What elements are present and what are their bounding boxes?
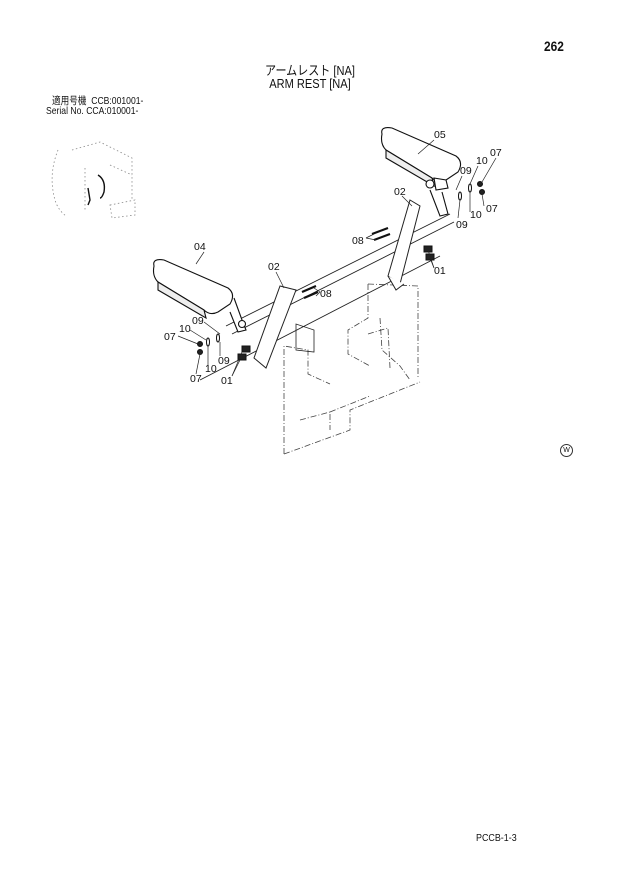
- page-title: ARM REST [NA]: [269, 76, 351, 91]
- seat-frame: [283, 283, 421, 455]
- callout-09: 09: [456, 219, 468, 231]
- callout-09: 09: [218, 355, 230, 367]
- bracket-02-left: [253, 285, 297, 369]
- callout-08: 08: [352, 235, 364, 247]
- serial-label: Serial No.: [46, 105, 84, 117]
- serial-row-serial-no: Serial No. CCA:010001-: [46, 105, 139, 117]
- callout-07: 07: [164, 331, 176, 343]
- callout-01: 01: [221, 375, 233, 387]
- serial-value: CCA:010001-: [86, 105, 139, 117]
- callout-01: 01: [434, 265, 446, 277]
- armrest-05-right: [380, 127, 462, 217]
- serial-value: CCB:001001-: [91, 95, 144, 107]
- w-marker-icon: W: [560, 444, 573, 457]
- callout-09: 09: [460, 165, 472, 177]
- callout-02-left: 02: [268, 261, 280, 273]
- callout-07: 07: [190, 373, 202, 385]
- bracket-02-right: [387, 199, 421, 291]
- armrest-04-left: [152, 259, 247, 333]
- callout-07: 07: [490, 147, 502, 159]
- seat-side-panel: [295, 323, 315, 353]
- callout-10: 10: [476, 155, 488, 167]
- leader-lines: [177, 139, 497, 377]
- callout-08: 08: [320, 288, 332, 300]
- callout-09: 09: [192, 315, 204, 327]
- callout-02-right: 02: [394, 186, 406, 198]
- location-thumbnail: [51, 141, 136, 219]
- callout-05: 05: [434, 129, 446, 141]
- location-thumbnail-armrest: [87, 174, 106, 206]
- serial-row-applicable-model: 適用号機 CCB:001001-: [52, 95, 144, 107]
- callout-10: 10: [470, 209, 482, 221]
- page-number: 262: [544, 38, 564, 54]
- callout-10: 10: [205, 363, 217, 375]
- callout-04: 04: [194, 241, 206, 253]
- callout-10: 10: [179, 323, 191, 335]
- callout-07: 07: [486, 203, 498, 215]
- serial-label: 適用号機: [52, 95, 87, 107]
- page-title-japanese: アームレスト [NA]: [265, 63, 355, 78]
- footer-code: PCCB-1-3: [476, 832, 517, 844]
- callout-labels: 05 02 09 10 07 07 10 09 08 01 04 02 08 0…: [164, 129, 502, 387]
